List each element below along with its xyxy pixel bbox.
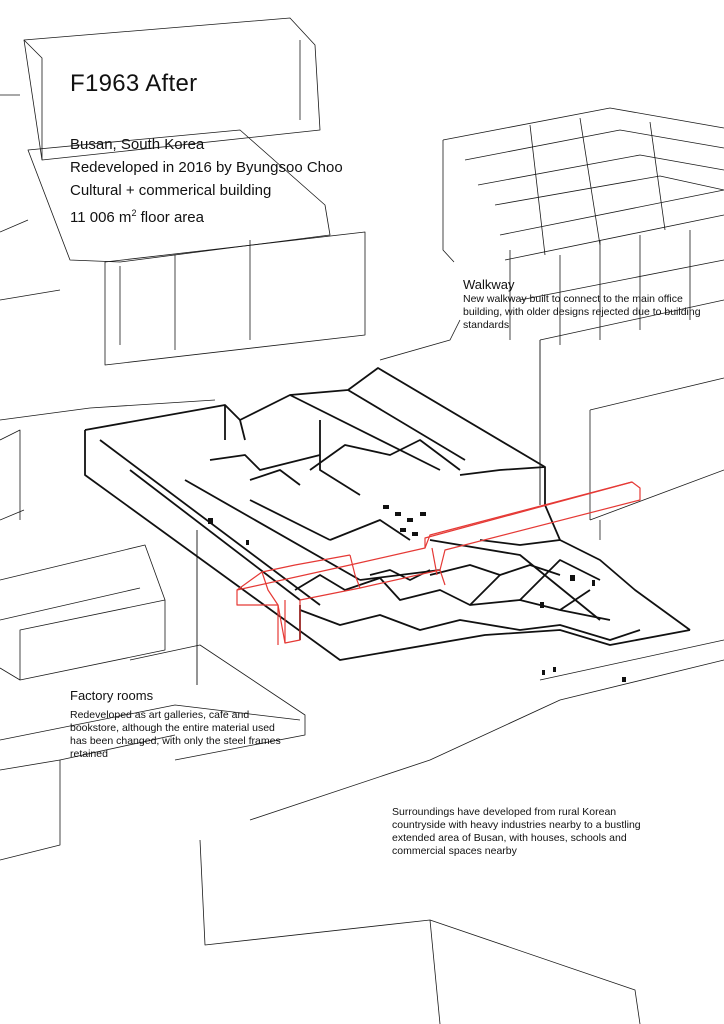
location-text: Busan, South Korea xyxy=(70,136,205,153)
factory-rooms-description: Redeveloped as art galleries, cafe and b… xyxy=(70,709,281,760)
walkway-highlight xyxy=(236,481,641,645)
project-info: Busan, South Korea Redeveloped in 2016 b… xyxy=(70,133,343,229)
walkway-description: New walkway built to connect to the main… xyxy=(463,293,701,331)
redevelopment-text: Redeveloped in 2016 by Byungsoo Choo xyxy=(70,159,343,176)
factory-rooms-title: Factory rooms xyxy=(70,688,154,703)
floor-area-value: 11 006 m xyxy=(70,209,132,226)
page-title: F1963 After xyxy=(70,70,198,97)
context-lines xyxy=(0,17,724,1024)
figures xyxy=(208,505,626,682)
surroundings-description: Surroundings have developed from rural K… xyxy=(392,806,641,857)
floor-area-unit-sup: 2 xyxy=(131,208,137,218)
walkway-title: Walkway xyxy=(463,277,515,292)
floor-area-suffix: floor area xyxy=(136,209,204,226)
floor-area-text: 11 006 m2 floor area xyxy=(70,202,343,229)
leader-lines xyxy=(196,340,541,685)
main-factory-complex xyxy=(84,367,691,661)
use-text: Cultural + commerical building xyxy=(70,182,272,199)
